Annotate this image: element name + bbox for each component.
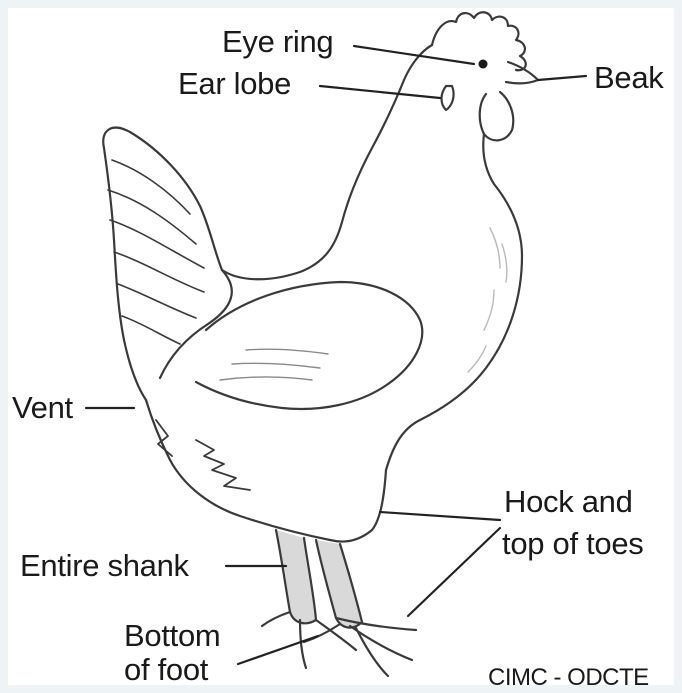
bottom-foot-leader (238, 636, 318, 664)
comb (432, 12, 526, 70)
label-entire-shank: Entire shank (20, 550, 189, 581)
label-eye-ring: Eye ring (222, 26, 333, 57)
fluff (156, 420, 250, 490)
label-hock-line1: Hock and (504, 486, 633, 517)
right-leg (316, 540, 362, 628)
label-ear-lobe: Ear lobe (178, 68, 291, 99)
credit-text: CIMC - ODCTE (488, 664, 649, 692)
ear-lobe-leader (320, 86, 440, 98)
hock-leader-2 (408, 528, 500, 616)
wattle (480, 92, 514, 140)
label-vent: Vent (12, 392, 73, 423)
wing-detail (220, 349, 328, 380)
left-leg (276, 530, 316, 623)
eye (479, 60, 488, 69)
ear-lobe (442, 86, 454, 110)
underbody (146, 400, 386, 542)
back-outline (160, 270, 232, 378)
label-beak: Beak (594, 62, 663, 93)
beak (506, 62, 538, 83)
chest-shading (468, 228, 507, 372)
hock-leader-1 (380, 512, 500, 520)
right-foot (304, 618, 416, 676)
label-bottom-line1: Bottom (124, 620, 220, 651)
beak-leader (538, 76, 586, 80)
tail (103, 128, 222, 400)
label-hock-line2: top of toes (502, 528, 643, 559)
label-bottom-line2: of foot (124, 654, 208, 685)
